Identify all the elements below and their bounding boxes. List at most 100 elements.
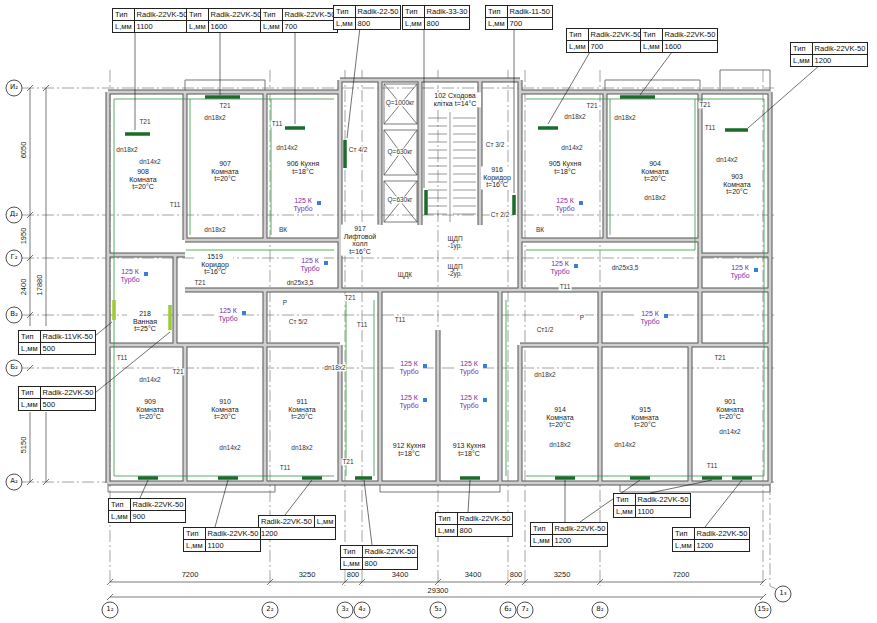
balcony-lines xyxy=(108,70,770,492)
tag-cell: Тип xyxy=(19,331,40,342)
pipe-label: T21 xyxy=(713,354,726,361)
room-label: 906 Кухня t=18°C xyxy=(285,160,321,175)
tag-cell: 700 xyxy=(283,21,338,32)
room-label: 911 Комната t=20°C xyxy=(284,398,320,421)
tag-cell: 700 xyxy=(589,41,644,52)
tag-cell: 1100 xyxy=(636,506,691,517)
pipe-label: dn14x2 xyxy=(718,428,741,435)
tag-cell: Radik-22VK-50 xyxy=(363,546,418,557)
pipe-label: ЩДП -1ур. xyxy=(442,235,468,249)
convector-label: 125 К Турбо xyxy=(214,307,242,322)
dimension: 3250 xyxy=(298,571,317,579)
pipe-label: T21 xyxy=(343,294,356,301)
tag-cell: Radik-22VK-50 xyxy=(663,29,718,40)
tag-cell: Radik-22VK-50 xyxy=(41,387,96,398)
pipe-label: dn18x2 xyxy=(643,194,666,201)
tag-cell: L,мм xyxy=(113,21,134,32)
pipe-label: Ст 4/2 xyxy=(348,146,369,153)
tag-cell: Тип xyxy=(19,387,40,398)
heating-pipes xyxy=(114,99,764,476)
room-label: 218 Ванная t=25°C xyxy=(127,310,163,333)
convector-label: 125 К Турбо xyxy=(395,394,423,409)
tag-cell: 1600 xyxy=(663,41,718,52)
pipe-label: dn18x2 xyxy=(115,146,138,153)
tag-cell: 500 xyxy=(41,399,96,410)
tag-cell: Radik-22VK-50 xyxy=(553,523,608,534)
pipe-label: T11 xyxy=(394,316,407,323)
tag-cell: 1200 xyxy=(695,540,750,551)
tag-cell: L,мм xyxy=(791,55,812,66)
tag-cell: Тип xyxy=(109,499,130,510)
dimension: 7200 xyxy=(181,571,200,579)
dimension: 5150 xyxy=(20,436,28,455)
convector-label: 125 К Турбо xyxy=(726,264,754,279)
tag-cell: Radik-22VK-50 xyxy=(458,513,513,524)
radiator-tag: ТипRadik-22VK-50L,мм800 xyxy=(340,545,418,570)
tag-cell: L,мм xyxy=(184,540,205,551)
tag-cell: L,мм xyxy=(19,343,40,354)
room-label: 916 Коридор t=16°C xyxy=(481,166,513,189)
radiator-tag: ТипRadik-22VK-50L,мм1200 xyxy=(790,42,868,67)
pipe-label: dn14x2 xyxy=(275,144,298,151)
pipe-label: Q=1000кг xyxy=(385,99,416,106)
pipe-label: T21 xyxy=(171,368,184,375)
pipe-label: T11 xyxy=(279,464,292,471)
dimension: 3400 xyxy=(391,571,410,579)
pipe-label: P xyxy=(282,299,288,306)
tag-cell: Radik-22VK-50 xyxy=(259,516,314,527)
tag-cell: Radik-11VK-50 xyxy=(41,331,95,342)
axis-label: 6₂ xyxy=(503,606,512,614)
tag-cell: Radik-22VK-50 xyxy=(636,494,691,505)
pipe-label: Ст1/2 xyxy=(536,326,555,333)
pipe-label: dn18x2 xyxy=(203,114,226,121)
wall-fill xyxy=(108,80,770,483)
tag-cell: Тип xyxy=(486,6,507,17)
pipe-label: ЩДП -2ур. xyxy=(442,263,468,277)
tag-cell: L,мм xyxy=(315,516,336,527)
tag-cell: Тип xyxy=(261,9,282,20)
convector-label: 125 К Турбо xyxy=(116,268,144,283)
radiator-tag: ТипRadik-22VK-50L,мм1100 xyxy=(613,493,691,518)
tag-cell: Тип xyxy=(641,29,662,40)
axis-label: 7₂ xyxy=(520,606,529,614)
axis-label: 15₂ xyxy=(756,606,770,614)
tag-cell: Тип xyxy=(341,546,362,557)
tag-cell: Radik-22VK-50 xyxy=(209,9,264,20)
pipe-label: Ст 2/2 xyxy=(490,211,511,218)
tag-cell: L,мм xyxy=(567,41,588,52)
pipe-label: dn18x2 xyxy=(548,441,571,448)
room-label: 909 Комната t=20°C xyxy=(132,398,168,421)
dimension: 3250 xyxy=(553,571,572,579)
tag-cell: Radik-22VK-50 xyxy=(131,499,186,510)
pipe-label: dn25x3,5 xyxy=(611,264,640,271)
pipe-label: T21 xyxy=(698,101,711,108)
room-label: 910 Комната t=20°C xyxy=(207,398,243,421)
tag-cell: Тип xyxy=(184,528,205,539)
convector-label: 125 К Турбо xyxy=(636,310,664,325)
radiator-tag: ТипRadik-22-50L,мм800 xyxy=(333,5,401,30)
tag-cell: Тип xyxy=(614,494,635,505)
tag-cell: 1600 xyxy=(209,21,264,32)
dimension: 6050 xyxy=(20,141,28,160)
axis-label: 8₂ xyxy=(595,606,604,614)
axis-circles xyxy=(6,80,791,618)
tag-cell: L,мм xyxy=(673,540,694,551)
pipe-label: P xyxy=(579,314,585,321)
pipe-label: T11 xyxy=(169,201,182,208)
pipe-label: Ст 3/2 xyxy=(485,141,506,148)
dimension: 2400 xyxy=(20,278,28,297)
room-label: 102 Сходова клітка t=14°C xyxy=(429,92,481,107)
room-label: 913 Кухня t=18°C xyxy=(451,442,487,457)
tag-cell: 500 xyxy=(41,343,95,354)
pipe-label: dn14x2 xyxy=(715,156,738,163)
tag-cell: Radik-22VK-50 xyxy=(283,9,338,20)
axis-label: И₂ xyxy=(9,84,19,92)
tag-cell: L,мм xyxy=(109,511,130,522)
pipe-label: ЩДК xyxy=(397,271,413,278)
dimension: 3400 xyxy=(464,571,483,579)
tag-cell: Тип xyxy=(436,513,457,524)
convector-label: 125 К Турбо xyxy=(455,360,483,375)
tag-cell: L,мм xyxy=(341,558,362,569)
pipe-label: T21 xyxy=(218,102,231,109)
room-label: 904 Комната t=20°C xyxy=(637,160,673,183)
